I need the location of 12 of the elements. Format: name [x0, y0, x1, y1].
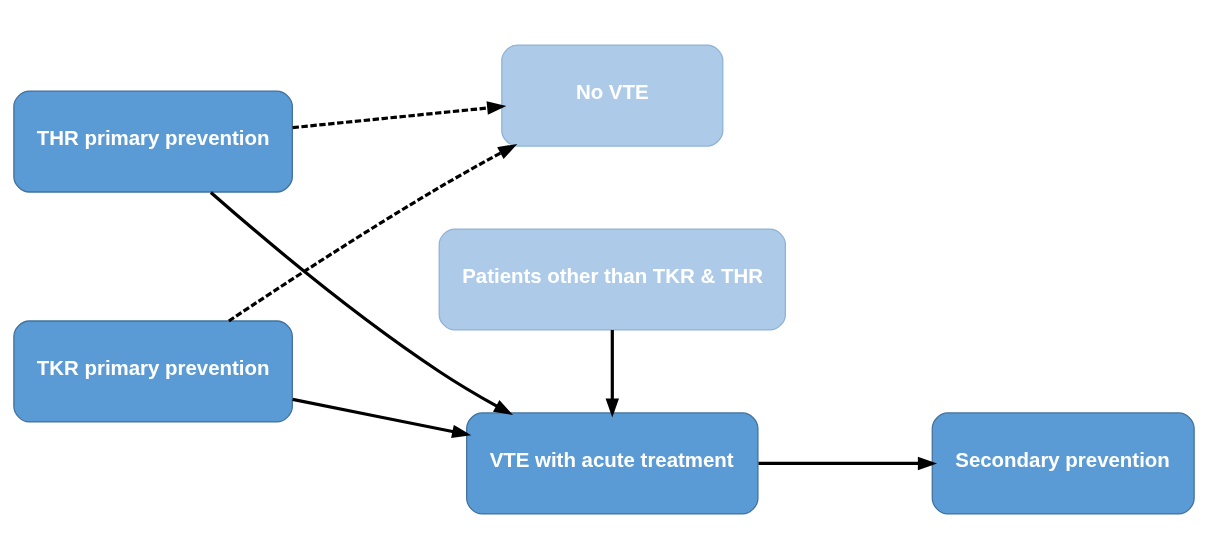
node-box: Secondary prevention: [931, 412, 1195, 515]
arrow: [605, 330, 619, 418]
node-box: No VTE: [501, 44, 724, 147]
arrow: [209, 191, 514, 416]
node-box: TKR primary prevention: [13, 320, 293, 423]
node-box: Patients other than TKR & THR: [438, 228, 786, 331]
arrow: [292, 397, 472, 439]
arrow: [228, 143, 518, 323]
arrow: [758, 456, 938, 471]
arrow: [292, 101, 507, 130]
node-box: VTE with acute treatment: [466, 412, 759, 515]
node-box: THR primary prevention: [13, 90, 293, 193]
